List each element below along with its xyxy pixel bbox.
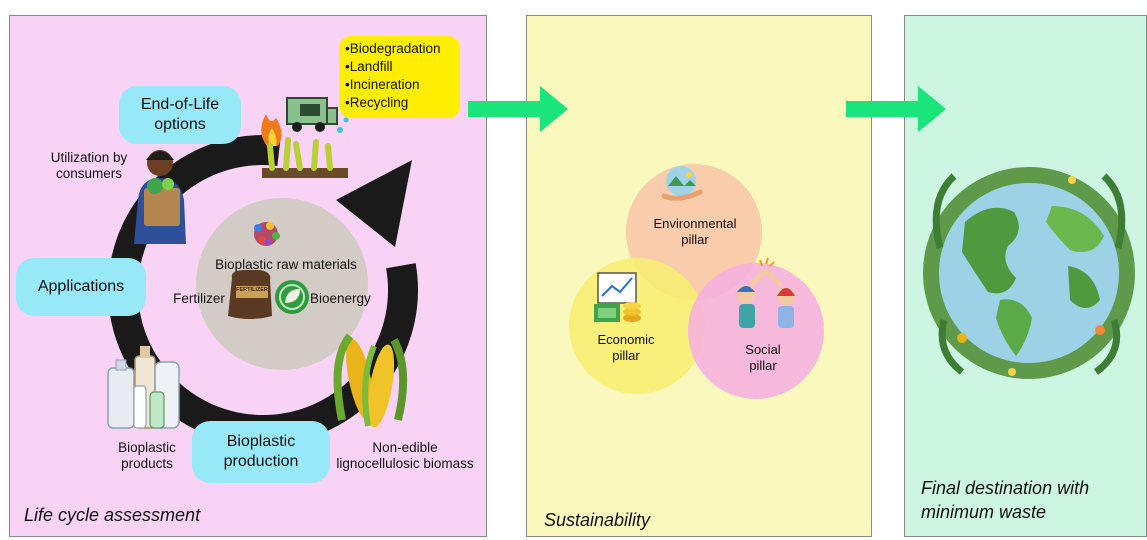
arrow-to-final bbox=[846, 86, 946, 132]
biomass-line2: lignocellulosic biomass bbox=[336, 456, 474, 471]
social-line1: Social bbox=[745, 342, 781, 357]
corn-icon bbox=[333, 333, 408, 428]
bioenergy-label: Bioenergy bbox=[310, 291, 371, 306]
economic-label: Economic pillar bbox=[586, 332, 666, 364]
economic-line1: Economic bbox=[597, 332, 655, 347]
economic-circle bbox=[569, 258, 705, 394]
applications-label: Applications bbox=[37, 278, 125, 295]
biomass-label: Non-edible lignocellulosic biomass bbox=[330, 440, 480, 472]
cycle-arrowhead bbox=[336, 160, 412, 247]
pellets-icon bbox=[254, 222, 280, 246]
earth-globe-icon bbox=[923, 167, 1135, 379]
money-chart-icon bbox=[594, 272, 641, 322]
high-five-icon bbox=[737, 257, 795, 328]
end-of-life-line2: options bbox=[154, 116, 206, 133]
eol-option: Recycling bbox=[345, 94, 454, 112]
lca-caption: Life cycle assessment bbox=[24, 505, 201, 525]
products-line1: Bioplastic bbox=[118, 440, 176, 455]
economic-line2: pillar bbox=[612, 348, 640, 363]
fertilizer-label: Fertilizer bbox=[173, 291, 225, 306]
social-line2: pillar bbox=[749, 358, 777, 373]
nature-hand-icon bbox=[661, 166, 703, 201]
utilization-line2: consumers bbox=[55, 166, 123, 181]
production-pill: Bioplastic production bbox=[192, 421, 330, 483]
eol-option: Biodegradation bbox=[345, 40, 454, 58]
products-label: Bioplastic products bbox=[102, 440, 192, 472]
products-line2: products bbox=[121, 456, 173, 471]
applications-pill: Applications bbox=[16, 258, 146, 316]
biomass-line1: Non-edible bbox=[372, 440, 438, 455]
social-label: Social pillar bbox=[728, 342, 798, 374]
raw-materials-label: Bioplastic raw materials bbox=[215, 257, 357, 272]
eol-option: Landfill bbox=[345, 58, 454, 76]
bottles-icon bbox=[107, 346, 180, 429]
final-caption: Final destination with minimum waste bbox=[921, 476, 1089, 524]
final-caption-line2: minimum waste bbox=[921, 502, 1047, 522]
sustainability-caption: Sustainability bbox=[544, 510, 651, 530]
end-of-life-line1: End-of-Life bbox=[140, 96, 220, 113]
end-of-life-pill: End-of-Life options bbox=[119, 86, 241, 144]
waste-truck-icon bbox=[286, 97, 349, 133]
consumer-icon bbox=[134, 150, 186, 244]
environmental-line1: Environmental bbox=[653, 216, 737, 231]
production-line2: production bbox=[223, 453, 299, 470]
seedlings-icon bbox=[262, 137, 348, 178]
fire-icon bbox=[261, 114, 282, 146]
sack-text: FERTILIZER bbox=[236, 287, 268, 293]
production-line1: Bioplastic bbox=[226, 433, 296, 450]
fertilizer-sack-icon bbox=[228, 270, 272, 319]
bioenergy-icon bbox=[275, 280, 309, 314]
eol-option: Incineration bbox=[345, 76, 454, 94]
utilization-line1: Utilization by bbox=[50, 150, 128, 165]
final-caption-line1: Final destination with bbox=[921, 478, 1090, 498]
arrow-to-sustainability bbox=[468, 86, 568, 132]
utilization-label: Utilization by consumers bbox=[30, 150, 148, 182]
eol-options-box: Biodegradation Landfill Incineration Rec… bbox=[339, 36, 460, 118]
environmental-label: Environmental pillar bbox=[640, 216, 750, 248]
environmental-line2: pillar bbox=[681, 232, 709, 247]
